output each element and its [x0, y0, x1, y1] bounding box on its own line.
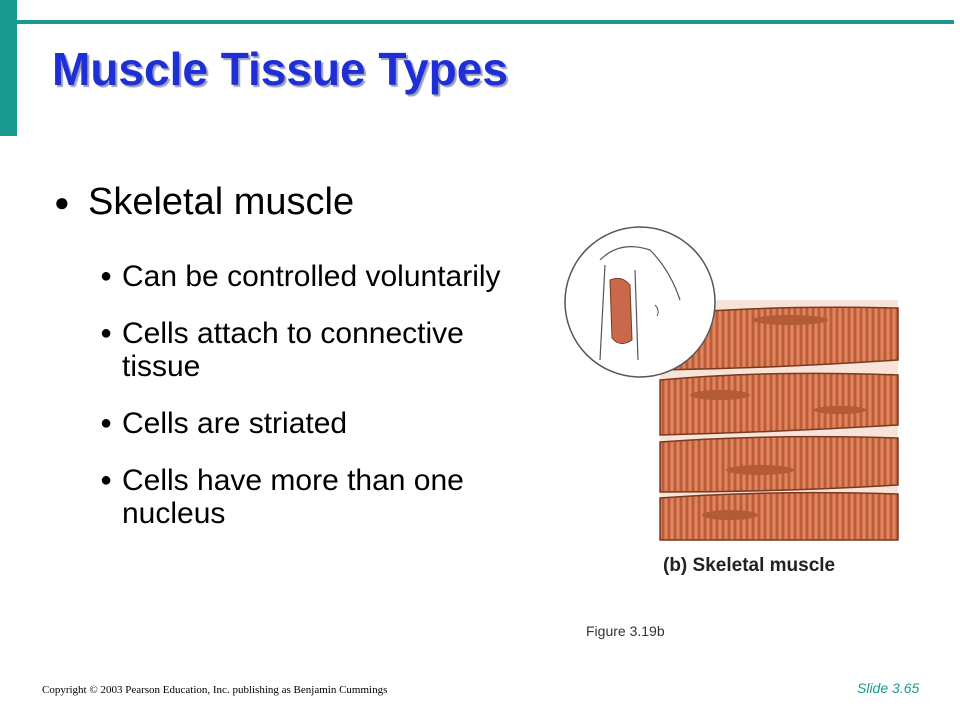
nucleus	[752, 315, 828, 325]
accent-bar	[0, 0, 17, 136]
bullet-dot-icon: ●	[100, 322, 113, 344]
top-rule	[17, 20, 954, 24]
inset-circle	[564, 226, 716, 378]
bullet-dot-icon: ●	[54, 187, 70, 217]
bullet-dot-icon: ●	[100, 265, 113, 287]
nucleus	[814, 406, 866, 414]
skeletal-muscle-illustration	[564, 226, 899, 541]
muscle-fiber	[659, 491, 899, 541]
sub-bullet-text: Can be controlled voluntarily	[122, 260, 501, 293]
bullet-dot-icon: ●	[100, 469, 113, 491]
sub-bullet-text: Cells attach to connective tissue	[122, 317, 464, 383]
main-bullet-text: Skeletal muscle	[88, 181, 355, 223]
arm-outline	[599, 246, 681, 301]
muscle-fiber	[659, 372, 899, 436]
copyright-notice: Copyright © 2003 Pearson Education, Inc.…	[42, 684, 388, 696]
sub-bullet-text: Cells are striated	[122, 407, 348, 440]
sub-bullet: ● Cells have more than one nucleus	[100, 464, 522, 530]
bullet-list: ● Skeletal muscle ● Can be controlled vo…	[52, 180, 522, 530]
nucleus	[690, 390, 750, 400]
nucleus	[726, 465, 794, 475]
bullet-dot-icon: ●	[100, 412, 113, 434]
sub-bullet: ● Cells are striated	[100, 407, 522, 440]
slide-number: Slide 3.65	[857, 680, 920, 696]
skeletal-muscle-figure	[560, 220, 900, 600]
figure-reference: Figure 3.19b	[586, 623, 665, 639]
sub-bullet-text: Cells have more than one nucleus	[122, 464, 464, 530]
sub-bullet: ● Cells attach to connective tissue	[100, 317, 522, 383]
muscle-fiber	[659, 435, 899, 493]
sub-bullet: ● Can be controlled voluntarily	[100, 260, 522, 293]
biceps-muscle	[609, 277, 633, 344]
nucleus	[702, 510, 758, 520]
slide-title: Muscle Tissue Types	[52, 43, 508, 95]
main-bullet: ● Skeletal muscle	[52, 180, 522, 224]
figure-caption: (b) Skeletal muscle	[663, 555, 836, 576]
muscle-fiber	[659, 306, 899, 371]
